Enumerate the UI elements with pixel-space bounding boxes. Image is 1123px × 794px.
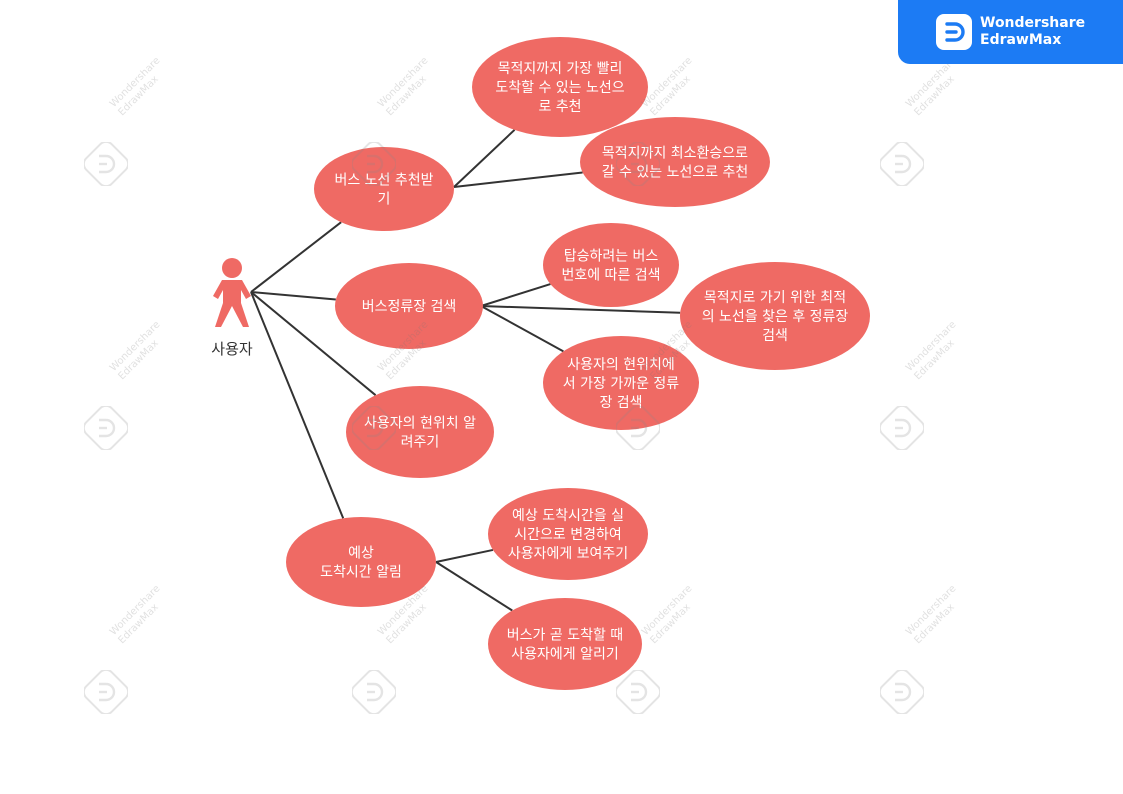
use-case-ellipse bbox=[335, 263, 483, 349]
edrawmax-logo-icon bbox=[936, 14, 972, 50]
use-case-label-line: 예상 도착시간을 실 bbox=[512, 508, 624, 524]
connector-layer bbox=[250, 129, 681, 612]
use-case-ellipse bbox=[346, 386, 494, 478]
brand-line-1: Wondershare bbox=[980, 15, 1086, 31]
use-case-label-line: 예상 bbox=[348, 546, 374, 562]
actor-user: 사용자 bbox=[211, 258, 253, 358]
use-case-label-line: 검색 bbox=[762, 328, 788, 344]
use-case-ellipse bbox=[286, 517, 436, 607]
use-case-label-line: 로 추천 bbox=[538, 99, 581, 115]
actor-label: 사용자 bbox=[211, 340, 253, 358]
use-case-label-line: 기 bbox=[378, 192, 391, 208]
use-case-label-line: 번호에 따른 검색 bbox=[561, 268, 660, 284]
connector-stop-search-stop-by-bus bbox=[480, 283, 551, 307]
use-case-label-line: 탑승하려는 버스 bbox=[564, 249, 659, 265]
connector-actor-eta bbox=[250, 291, 345, 519]
connector-route-route-fast bbox=[453, 129, 516, 188]
connector-actor-location bbox=[250, 291, 377, 396]
use-case-label-line: 목적지로 가기 위한 최적 bbox=[704, 290, 846, 306]
person-icon bbox=[213, 258, 251, 327]
use-case-label-line: 버스 노선 추천받 bbox=[334, 173, 433, 189]
use-case-label-line: 목적지까지 최소환승으로 bbox=[602, 146, 748, 162]
use-case-label-line: 려주기 bbox=[401, 435, 440, 451]
use-case-label-line: 사용자에게 보여주기 bbox=[508, 546, 628, 562]
use-case-ellipse bbox=[488, 488, 648, 580]
use-case-stop-search[interactable]: 버스정류장 검색 bbox=[335, 263, 483, 349]
edrawmax-brand-badge[interactable]: Wondershare EdrawMax bbox=[898, 0, 1123, 64]
brand-line-2: EdrawMax bbox=[980, 32, 1062, 48]
use-case-ellipse bbox=[580, 117, 770, 207]
connector-stop-search-stop-by-route bbox=[480, 305, 681, 314]
use-case-ellipse bbox=[680, 262, 870, 370]
use-case-ellipse bbox=[314, 147, 454, 231]
use-case-label-line: 장 검색 bbox=[599, 395, 642, 411]
use-case-label-line: 사용자에게 알리기 bbox=[511, 647, 619, 663]
use-case-ellipse bbox=[543, 336, 699, 430]
connector-stop-search-stop-nearest bbox=[480, 305, 564, 353]
use-case-label-line: 목적지까지 가장 빨리 bbox=[498, 61, 623, 77]
use-case-label-line: 버스정류장 검색 bbox=[362, 299, 457, 315]
connector-actor-route bbox=[250, 221, 342, 293]
use-case-ellipse bbox=[472, 37, 648, 137]
connector-eta-eta-arrival-alert bbox=[435, 561, 513, 612]
use-case-label-line: 시간으로 변경하여 bbox=[514, 527, 622, 543]
connector-eta-eta-realtime bbox=[435, 548, 494, 563]
use-case-ellipse bbox=[488, 598, 642, 690]
use-case-label-line: 도착할 수 있는 노선으 bbox=[495, 80, 624, 96]
connector-actor-stop-search bbox=[250, 291, 336, 301]
use-case-label-line: 버스가 곧 도착할 때 bbox=[507, 628, 623, 644]
brand-name: Wondershare EdrawMax bbox=[980, 15, 1085, 49]
use-case-label-line: 사용자의 현위치에 bbox=[567, 357, 675, 373]
connector-route-route-min-transfer bbox=[453, 171, 583, 188]
use-case-label-line: 의 노선을 찾은 후 정류장 bbox=[702, 309, 849, 325]
use-case-label-line: 도착시간 알림 bbox=[320, 565, 402, 581]
use-case-label-line: 서 가장 가까운 정류 bbox=[563, 376, 680, 392]
use-case-label-line: 갈 수 있는 노선으로 추천 bbox=[602, 165, 749, 181]
use-case-ellipse bbox=[543, 223, 679, 307]
use-case-label-line: 사용자의 현위치 알 bbox=[364, 416, 476, 432]
